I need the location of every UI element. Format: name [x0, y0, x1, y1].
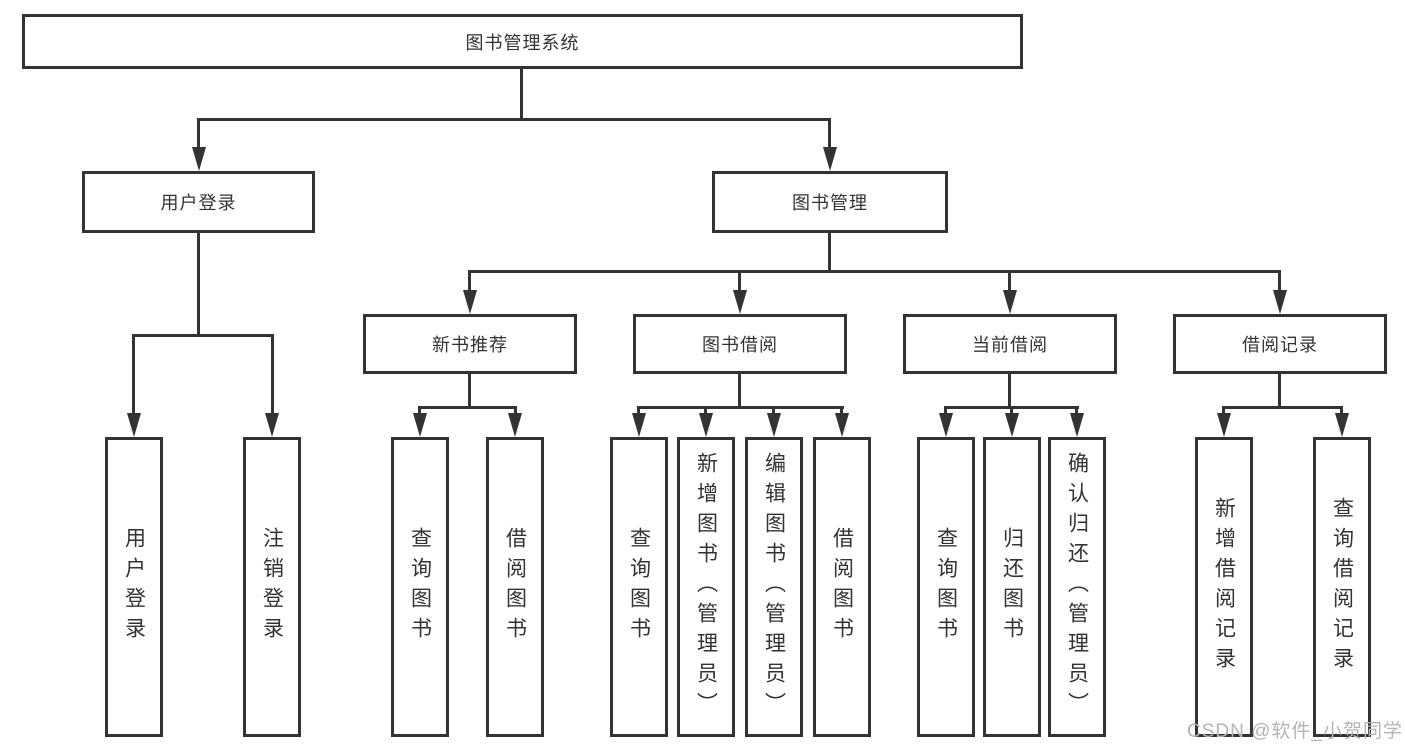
leaf-confirm-return-admin: 确认归还（管理员） — [1048, 437, 1106, 737]
arrow-down-icon — [127, 413, 141, 437]
leaf-add-books-admin: 新增图书（管理员） — [677, 437, 735, 737]
leaf-query-books-recommend: 查询图书 — [391, 437, 449, 737]
connector-line — [197, 118, 200, 152]
connector-line — [1222, 406, 1343, 409]
connector-line — [468, 270, 471, 294]
node-label: 用户登录 — [160, 193, 237, 213]
connector-line — [944, 406, 947, 417]
node-label: 借阅图书 — [830, 527, 854, 647]
connector-line — [1075, 406, 1078, 417]
connector-line — [738, 374, 741, 409]
node-label: 查询图书 — [934, 527, 958, 647]
connector-line — [468, 270, 1281, 273]
node-label: 图书借阅 — [702, 335, 778, 355]
connector-line — [514, 406, 517, 417]
arrow-down-icon — [1335, 413, 1349, 437]
connector-line — [1340, 406, 1343, 417]
leaf-query-books-current: 查询图书 — [917, 437, 975, 737]
leaf-user-login: 用户登录 — [105, 437, 163, 737]
node-label: 图书管理系统 — [465, 32, 580, 53]
leaf-borrow-books-recommend: 借阅图书 — [486, 437, 544, 737]
connector-line — [637, 406, 844, 409]
node-label: 当前借阅 — [972, 335, 1048, 355]
node-book-management: 图书管理 — [712, 171, 948, 233]
arrow-down-icon — [733, 290, 747, 314]
connector-line — [1008, 374, 1011, 409]
arrow-down-icon — [463, 290, 477, 314]
node-label: 编辑图书（管理员） — [762, 452, 786, 722]
node-label: 用户登录 — [122, 527, 146, 647]
leaf-borrow-books-borrowing: 借阅图书 — [813, 437, 871, 737]
connector-line — [271, 334, 274, 416]
connector-line — [132, 334, 135, 416]
arrow-down-icon — [767, 413, 781, 437]
arrow-down-icon — [508, 413, 522, 437]
connector-line — [1008, 270, 1011, 294]
arrow-down-icon — [192, 147, 206, 171]
leaf-add-borrow-record: 新增借阅记录 — [1195, 437, 1253, 737]
connector-line — [1010, 406, 1013, 417]
node-label: 确认归还（管理员） — [1065, 452, 1089, 722]
connector-line — [520, 69, 523, 121]
arrow-down-icon — [699, 413, 713, 437]
arrow-down-icon — [1070, 413, 1084, 437]
node-current-borrowing: 当前借阅 — [903, 314, 1117, 374]
node-borrowing-records: 借阅记录 — [1173, 314, 1387, 374]
connector-line — [772, 406, 775, 417]
csdn-watermark: CSDN @软件_小贺同学 — [1187, 721, 1403, 742]
arrow-down-icon — [1273, 290, 1287, 314]
connector-line — [738, 270, 741, 294]
arrow-down-icon — [939, 413, 953, 437]
arrow-down-icon — [1003, 290, 1017, 314]
connector-line — [418, 406, 517, 409]
connector-line — [132, 334, 274, 337]
node-label: 注销登录 — [260, 527, 284, 647]
connector-line — [637, 406, 640, 417]
leaf-query-books-borrowing: 查询图书 — [610, 437, 668, 737]
arrow-down-icon — [1217, 413, 1231, 437]
leaf-return-books: 归还图书 — [983, 437, 1041, 737]
node-label: 图书管理 — [792, 193, 868, 213]
leaf-edit-books-admin: 编辑图书（管理员） — [745, 437, 803, 737]
node-user-login: 用户登录 — [82, 171, 315, 233]
leaf-query-borrow-record: 查询借阅记录 — [1313, 437, 1371, 737]
leaf-logout: 注销登录 — [243, 437, 301, 737]
connector-line — [704, 406, 707, 417]
connector-line — [418, 406, 421, 417]
arrow-down-icon — [265, 413, 279, 437]
connector-line — [197, 118, 831, 121]
arrow-down-icon — [413, 413, 427, 437]
connector-line — [468, 374, 471, 409]
connector-line — [1222, 406, 1225, 417]
arrow-down-icon — [1005, 413, 1019, 437]
node-label: 归还图书 — [1000, 527, 1024, 647]
arrow-down-icon — [835, 413, 849, 437]
node-label: 新增图书（管理员） — [694, 452, 718, 722]
connector-line — [828, 118, 831, 152]
connector-line — [840, 406, 843, 417]
node-label: 查询图书 — [408, 527, 432, 647]
connector-line — [1278, 374, 1281, 409]
connector-line — [828, 233, 831, 273]
node-label: 新增借阅记录 — [1212, 497, 1236, 677]
connector-line — [197, 233, 200, 337]
node-label: 查询借阅记录 — [1330, 497, 1354, 677]
node-label: 借阅图书 — [503, 527, 527, 647]
node-label: 借阅记录 — [1242, 335, 1318, 355]
node-label: 查询图书 — [627, 527, 651, 647]
connector-line — [1278, 270, 1281, 294]
node-new-book-recommendation: 新书推荐 — [363, 314, 577, 374]
node-book-borrowing: 图书借阅 — [633, 314, 847, 374]
arrow-down-icon — [823, 147, 837, 171]
node-library-management-system: 图书管理系统 — [22, 14, 1023, 69]
node-label: 新书推荐 — [432, 335, 508, 355]
arrow-down-icon — [632, 413, 646, 437]
